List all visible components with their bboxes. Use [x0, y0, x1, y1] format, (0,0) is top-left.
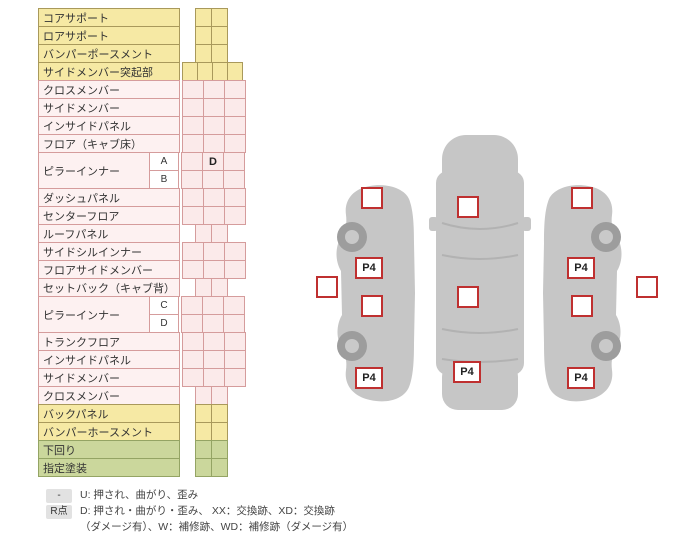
- legend-badge: R点: [46, 505, 72, 519]
- legend-badge: -: [46, 489, 72, 503]
- legend-text: U: 押され、曲がり、歪み: [80, 489, 199, 501]
- part-label: ロアサポート: [38, 26, 180, 45]
- part-row: クロスメンバー: [38, 386, 246, 405]
- grade-cells: [182, 116, 246, 135]
- part-label: センターフロア: [38, 206, 180, 225]
- grade-cells: [182, 242, 246, 261]
- grade-cell: [224, 260, 246, 279]
- mirror-icon: [429, 217, 438, 231]
- grade-cells: [182, 188, 246, 207]
- legend-row: （ダメージ有）、W：補修跡、WD：補修跡（ダメージ有）: [46, 521, 353, 533]
- grade-cells: [195, 440, 228, 459]
- part-row: ダッシュパネル: [38, 188, 246, 207]
- legend-row: - U: 押され、曲がり、歪み: [46, 489, 353, 503]
- grade-cells: [182, 134, 246, 153]
- part-label: バンパーポースメント: [38, 44, 180, 63]
- part-subrow: D: [149, 314, 245, 333]
- legend: - U: 押され、曲がり、歪み R点 D: 押され・曲がり・歪み、 XX：交換跡…: [46, 489, 353, 535]
- mirror-icon: [522, 217, 531, 231]
- part-label: サイドシルインナー: [38, 242, 180, 261]
- part-row: サイドシルインナー: [38, 242, 246, 261]
- part-subrow: C: [149, 296, 245, 315]
- damage-marker-p4: P4: [567, 257, 595, 279]
- grade-cells: [182, 260, 246, 279]
- grade-cells: [182, 80, 246, 99]
- grade-cells: [182, 206, 246, 225]
- part-label: 指定塗装: [38, 458, 180, 477]
- grade-cells: [182, 368, 246, 387]
- grade-cells: [195, 224, 228, 243]
- damage-marker-square: [571, 295, 593, 317]
- damage-marker-p4: P4: [567, 367, 595, 389]
- damage-marker-p4: P4: [355, 257, 383, 279]
- part-row: コアサポート: [38, 8, 246, 27]
- part-label: クロスメンバー: [38, 80, 180, 99]
- damage-marker-p4: P4: [453, 361, 481, 383]
- grade-cells: [195, 386, 228, 405]
- damage-marker-square: [361, 295, 383, 317]
- part-row: フロアサイドメンバー: [38, 260, 246, 279]
- grade-cells: [182, 62, 243, 81]
- part-row: インサイドパネル: [38, 116, 246, 135]
- grade-cell: [224, 368, 246, 387]
- part-label: バックパネル: [38, 404, 180, 423]
- parts-table: コアサポートロアサポートバンパーポースメントサイドメンバー突起部クロスメンバーサ…: [38, 8, 246, 477]
- damage-marker-square: [316, 276, 338, 298]
- grade-cells: [195, 458, 228, 477]
- damage-marker-square: [361, 187, 383, 209]
- legend-text: （ダメージ有）、W：補修跡、WD：補修跡（ダメージ有）: [80, 521, 354, 533]
- grade-cells: [195, 404, 228, 423]
- part-row: バンパーポースメント: [38, 44, 246, 63]
- part-label: フロアサイドメンバー: [38, 260, 180, 279]
- legend-text: D: 押され・曲がり・歪み、 XX：交換跡、XD：交換跡: [80, 505, 335, 517]
- car-left-side-silhouette: [336, 185, 415, 402]
- grade-cells: [182, 350, 246, 369]
- legend-row: R点 D: 押され・曲がり・歪み、 XX：交換跡、XD：交換跡: [46, 505, 353, 519]
- part-row: 下回り: [38, 440, 246, 459]
- grade-cells: D: [181, 152, 245, 171]
- car-right-side-silhouette: [543, 185, 622, 402]
- grade-cells: [181, 296, 245, 315]
- part-row: 指定塗装: [38, 458, 246, 477]
- part-row: センターフロア: [38, 206, 246, 225]
- legend-badge-spacer: [46, 521, 72, 523]
- damage-marker-square: [457, 196, 479, 218]
- part-row: サイドメンバー: [38, 368, 246, 387]
- grade-cells: [195, 44, 228, 63]
- part-label: ルーフパネル: [38, 224, 180, 243]
- part-label: バンパーホースメント: [38, 422, 180, 441]
- damage-marker-square: [636, 276, 658, 298]
- grade-cell: [211, 458, 228, 477]
- grade-cells: [195, 278, 228, 297]
- part-label: ピラーインナー: [38, 152, 150, 189]
- part-row: クロスメンバー: [38, 80, 246, 99]
- grade-cell: [224, 206, 246, 225]
- grade-cells: [195, 26, 228, 45]
- part-row: ルーフパネル: [38, 224, 246, 243]
- part-label: サイドメンバー突起部: [38, 62, 180, 81]
- part-row: ロアサポート: [38, 26, 246, 45]
- grade-cells: [181, 314, 245, 333]
- part-row: バックパネル: [38, 404, 246, 423]
- damage-marker-square: [571, 187, 593, 209]
- damage-marker-square: [457, 286, 479, 308]
- part-row: サイドメンバー突起部: [38, 62, 246, 81]
- damage-marker-p4: P4: [355, 367, 383, 389]
